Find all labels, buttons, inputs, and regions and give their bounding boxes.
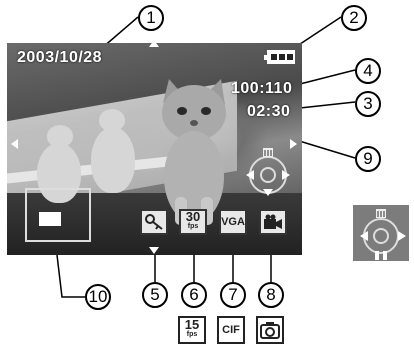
movie-camera-icon [259,209,287,235]
key-icon [140,209,168,235]
navigation-pad-icon [246,148,290,196]
callout-9: 9 [355,146,381,172]
scroll-up-arrow-icon [149,43,159,47]
zoom-area [39,212,61,226]
recording-time: 02:30 [247,103,291,120]
callout-7: 7 [220,282,246,308]
callout-8: 8 [258,282,284,308]
scroll-left-arrow-icon [11,139,18,149]
camera-icon [256,316,284,344]
scroll-right-arrow-icon [290,139,297,149]
frame-rate-15-icon: 15 fps [178,316,206,344]
duckling-head [47,125,73,147]
callout-6: 6 [181,282,207,308]
resolution-vga-icon: VGA [219,209,247,235]
battery-full-icon [264,50,295,64]
navigation-pad-detail [353,205,409,261]
image-counter: 100:110 [231,80,293,97]
duckling-head [99,109,125,131]
callout-1: 1 [138,5,164,31]
lcd-preview-screen: 2003/10/28 100:110 02:30 30 fps V [7,43,302,255]
callout-4: 4 [355,58,381,84]
frame-rate-icon: 30 fps [179,209,207,235]
date-stamp: 2003/10/28 [17,49,103,66]
duckling-body [91,127,135,193]
duckling-body [37,143,81,203]
kitten-photo [162,79,226,225]
callout-3: 3 [355,91,381,117]
zoom-frame [25,188,91,242]
callout-10: 10 [85,284,111,310]
scroll-down-arrow-icon [149,247,159,254]
callout-2: 2 [341,5,367,31]
navigation-pad-icon [360,209,406,260]
callout-5: 5 [142,282,168,308]
resolution-cif-icon: CIF [217,316,245,344]
